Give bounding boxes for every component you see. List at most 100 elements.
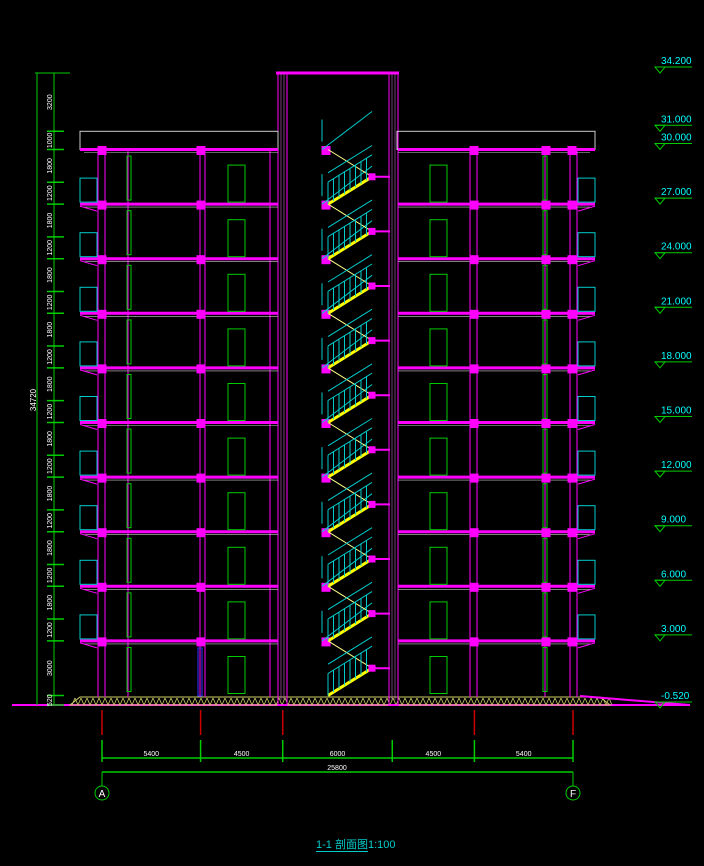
hatch-mark — [560, 697, 565, 706]
stair-flight-upper — [327, 585, 373, 615]
door-right — [429, 656, 448, 694]
hatch-mark — [143, 697, 148, 706]
hatch-mark — [137, 697, 142, 706]
hatch-mark — [89, 697, 94, 706]
window-right — [542, 483, 548, 529]
hatch-mark — [206, 697, 211, 706]
dim-label-6000: 6000 — [330, 751, 346, 758]
hatch-mark — [545, 697, 550, 706]
handrail — [327, 536, 373, 565]
hatch-mark — [308, 697, 313, 706]
stair-flight-upper — [327, 367, 373, 396]
beam — [541, 309, 551, 319]
hatch-mark — [164, 697, 169, 706]
door-left — [227, 601, 246, 640]
balcony-right — [577, 614, 596, 640]
balcony-slab — [577, 205, 596, 212]
hatch-mark — [197, 697, 202, 706]
hatch-mark — [473, 697, 478, 706]
rail-upper — [321, 493, 373, 533]
hatch-mark — [146, 697, 151, 706]
dim-label-5400: 5400 — [516, 751, 532, 758]
hatch-mark — [236, 697, 241, 706]
handrail — [327, 581, 373, 611]
balcony-left — [79, 614, 98, 640]
dim-label-1800: 1800 — [47, 213, 54, 229]
handrail — [327, 645, 373, 674]
beam — [97, 364, 107, 374]
door-right — [429, 273, 448, 312]
hatch-mark — [179, 697, 184, 706]
balcony-left — [79, 450, 98, 476]
beam — [196, 582, 206, 592]
hatch-mark — [449, 697, 454, 706]
window-right — [542, 537, 548, 583]
hatch-mark — [590, 697, 595, 706]
hatch-mark — [407, 697, 412, 706]
dim-label-total-h: 25800 — [327, 765, 347, 772]
hatch-mark — [134, 697, 139, 706]
balcony-left — [79, 559, 98, 585]
door-right — [429, 492, 448, 531]
hatch-mark — [437, 697, 442, 706]
handrail — [327, 527, 373, 556]
hatch-mark — [278, 697, 283, 706]
window-left — [126, 210, 132, 256]
hatch-mark — [431, 697, 436, 706]
hatch-mark — [536, 697, 541, 706]
balcony-slab — [79, 642, 98, 649]
level-marker-icon — [653, 361, 667, 369]
balcony-left — [79, 177, 98, 203]
hatch-mark — [470, 697, 475, 706]
hatch-mark — [344, 697, 349, 706]
window-left — [126, 592, 132, 638]
balcony-left — [79, 286, 98, 312]
door-left — [227, 164, 246, 203]
beam — [196, 473, 206, 483]
hatch-mark — [311, 697, 316, 706]
balcony-slab — [577, 478, 596, 485]
hatch-mark — [569, 697, 574, 706]
hatch-mark — [173, 697, 178, 706]
rail-upper — [321, 220, 373, 260]
level-label: 18.000 — [661, 351, 692, 362]
beam — [97, 309, 107, 319]
balcony-right — [577, 396, 596, 421]
hatch-mark — [389, 697, 394, 706]
hatch-mark — [149, 697, 154, 706]
hatch-mark — [98, 697, 103, 706]
balcony-slab — [577, 587, 596, 594]
parapet-right — [396, 130, 596, 151]
balcony-left — [79, 341, 98, 367]
hatch-mark — [335, 697, 340, 706]
balcony-slab — [577, 642, 596, 649]
hatch-mark — [248, 697, 253, 706]
balcony-left — [79, 505, 98, 531]
beam — [469, 637, 479, 647]
door-right — [429, 601, 448, 640]
hatch-mark — [170, 697, 175, 706]
beam — [541, 419, 551, 428]
beam — [541, 200, 551, 210]
beam — [97, 255, 107, 265]
hatch-mark — [542, 697, 547, 706]
hatch-mark — [563, 697, 568, 706]
hatch-mark — [74, 697, 79, 706]
hatch-mark — [539, 697, 544, 706]
hatch-mark — [602, 697, 607, 706]
dim-label-1200: 1200 — [47, 349, 54, 365]
handrail — [327, 318, 373, 347]
hatch-mark — [398, 697, 403, 706]
hatch-mark — [212, 697, 217, 706]
door-right — [429, 437, 448, 476]
hatch-mark — [428, 697, 433, 706]
level-label: 15.000 — [661, 406, 692, 417]
hatch-mark — [371, 697, 376, 706]
dim-label-5400: 5400 — [144, 751, 160, 758]
balcony-slab — [79, 260, 98, 267]
hatch-mark — [368, 697, 373, 706]
hatch-mark — [350, 697, 355, 706]
hatch-mark — [557, 697, 562, 706]
rail-upper — [321, 165, 373, 205]
hatch-mark — [113, 697, 118, 706]
